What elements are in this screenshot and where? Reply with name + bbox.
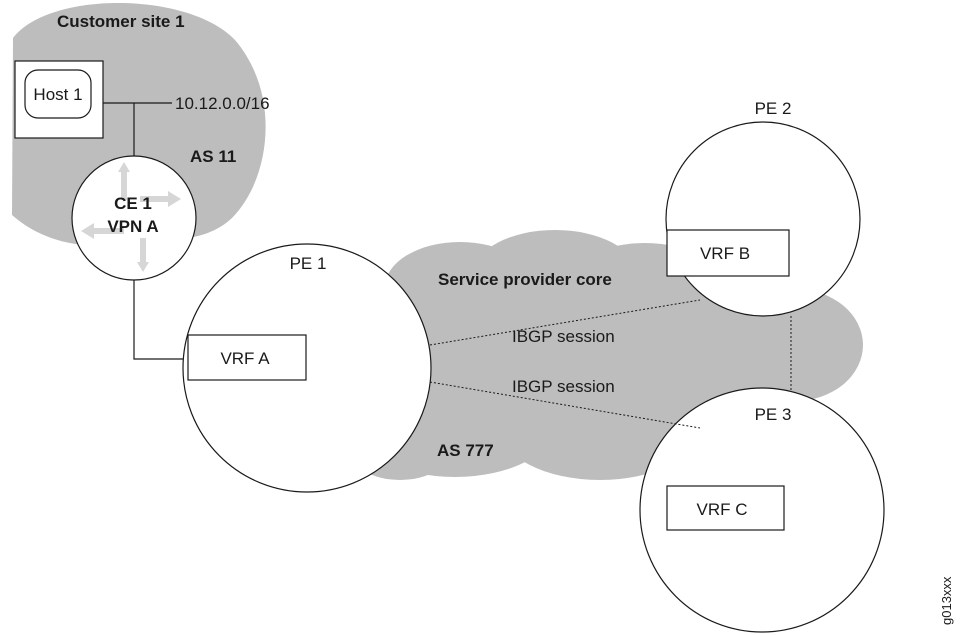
- vrf-b-label: VRF B: [700, 244, 750, 263]
- pe3-label: PE 3: [755, 405, 792, 424]
- host-1-label: Host 1: [33, 85, 82, 104]
- provider-as-label: AS 777: [437, 441, 494, 460]
- ibgp-session-label-2: IBGP session: [512, 377, 615, 396]
- vrf-b-box: [666, 229, 790, 277]
- vrf-c-label: VRF C: [697, 500, 748, 519]
- ce1-to-vrf-a-link: [133, 280, 188, 360]
- ibgp-session-pe1-pe3-line: [429, 381, 701, 429]
- customer-site-title: Customer site 1: [57, 12, 185, 31]
- pe2-label: PE 2: [755, 99, 792, 118]
- vrf-a-label: VRF A: [220, 349, 270, 368]
- pe1-router: [182, 243, 432, 493]
- figure-id-label: g013xxx: [939, 576, 954, 625]
- ce1-vpn-label: VPN A: [107, 217, 158, 236]
- ce1-label: CE 1: [114, 194, 152, 213]
- vrf-c-box: [666, 485, 785, 531]
- pe1-label: PE 1: [290, 254, 327, 273]
- ce1-router: CE 1 VPN A: [71, 155, 197, 281]
- router-arrows-icon: [81, 162, 181, 272]
- pe2-router: [665, 121, 861, 317]
- service-provider-core-label: Service provider core: [438, 270, 612, 289]
- host-1: Host 1: [14, 60, 104, 139]
- vrf-a-box: [187, 334, 307, 381]
- customer-as-label: AS 11: [190, 147, 236, 166]
- ibgp-session-pe1-pe2-line: [429, 299, 701, 346]
- ibgp-session-label-1: IBGP session: [512, 327, 615, 346]
- subnet-prefix-label: 10.12.0.0/16: [175, 94, 270, 113]
